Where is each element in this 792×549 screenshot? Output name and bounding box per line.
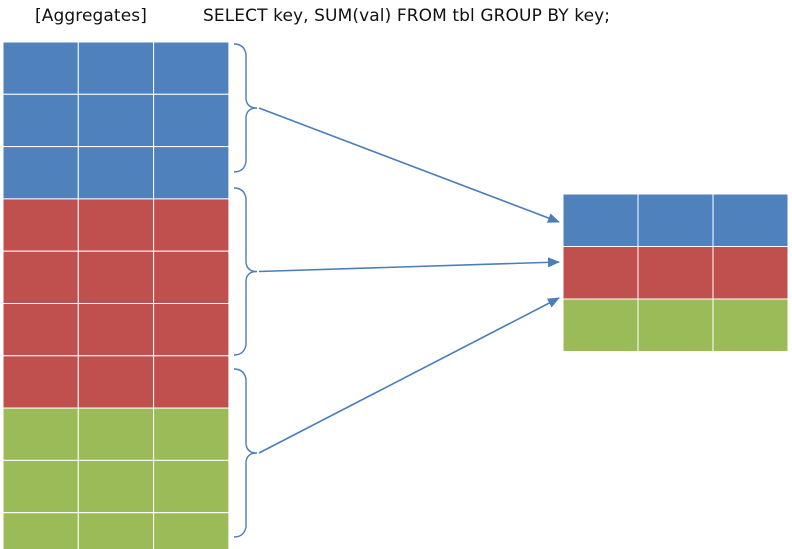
input-cell-green [153, 459, 230, 514]
arrow-red [258, 257, 560, 273]
bracket-red [233, 187, 258, 356]
input-cell-blue [77, 93, 155, 148]
input-cell-blue [77, 146, 155, 200]
output-cell-green [637, 298, 714, 352]
input-cell-green [77, 459, 155, 514]
input-cell-red [153, 303, 230, 357]
output-cell-green [562, 298, 639, 352]
input-cell-red [153, 198, 230, 252]
input-cell-red [153, 355, 230, 409]
output-cell-blue [562, 193, 639, 247]
input-cell-red [77, 250, 155, 304]
input-cell-blue [77, 41, 155, 95]
arrow-green [258, 297, 560, 454]
output-cell-green [712, 298, 789, 352]
input-cell-blue [153, 93, 230, 148]
input-cell-red [2, 355, 79, 409]
input-cell-green [77, 407, 155, 461]
arrow-blue [258, 107, 560, 223]
input-cell-red [77, 198, 155, 252]
input-cell-green [2, 512, 79, 549]
bracket-green [233, 368, 258, 538]
input-cell-blue [2, 146, 79, 200]
diagram-title: [Aggregates] [35, 6, 147, 26]
aggregation-arrows [258, 107, 560, 454]
input-cell-red [2, 198, 79, 252]
sql-query: SELECT key, SUM(val) FROM tbl GROUP BY k… [203, 6, 611, 26]
output-cell-blue [637, 193, 714, 247]
input-cell-red [77, 303, 155, 357]
input-cell-green [77, 512, 155, 549]
input-cell-green [2, 459, 79, 514]
input-table [2, 41, 230, 549]
input-cell-red [2, 303, 79, 357]
input-cell-red [77, 355, 155, 409]
output-cell-red [562, 246, 639, 300]
group-brackets [233, 43, 258, 538]
input-cell-blue [2, 41, 79, 95]
input-cell-red [2, 250, 79, 304]
input-cell-blue [153, 41, 230, 95]
output-cell-red [637, 246, 714, 300]
input-cell-blue [2, 93, 79, 148]
output-table [562, 193, 789, 352]
output-cell-blue [712, 193, 789, 247]
input-cell-green [153, 407, 230, 461]
input-cell-blue [153, 146, 230, 200]
input-cell-red [153, 250, 230, 304]
input-cell-green [2, 407, 79, 461]
output-cell-red [712, 246, 789, 300]
bracket-blue [233, 43, 258, 173]
input-cell-green [153, 512, 230, 549]
